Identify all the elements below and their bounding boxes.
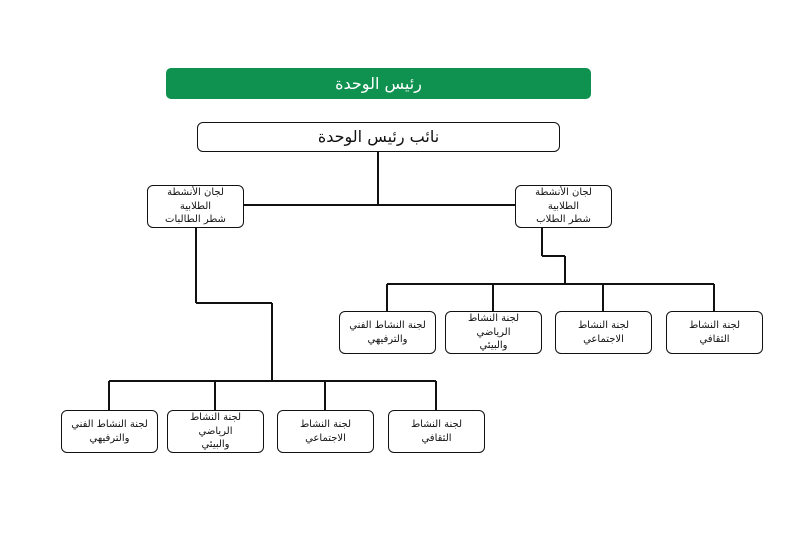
committee-label-line1: لجنة النشاط الرياضي	[467, 313, 520, 338]
female-committees-label-line2: شطر الطالبات	[165, 214, 226, 226]
committee-label-line1: لجنة النشاط الفني	[349, 320, 426, 331]
committee-label-line1: لجنة النشاط الرياضي	[189, 412, 242, 437]
committee-label-line1: لجنة النشاط الثقافي	[688, 320, 741, 345]
committee-label-line2: والترفيهي	[89, 432, 130, 444]
male-arts-entertainment-committee: لجنة النشاط الفني والترفيهي	[339, 311, 436, 354]
female-cultural-committee: لجنة النشاط الثقافي	[388, 410, 485, 453]
committee-label-line2: والبيئي	[479, 340, 508, 352]
female-committees-box: لجان الأنشطة الطلابية شطر الطالبات	[147, 185, 244, 228]
deputy-head-box: نائب رئيس الوحدة	[197, 122, 560, 152]
unit-head-box: رئيس الوحدة	[166, 68, 591, 99]
deputy-head-label: نائب رئيس الوحدة	[317, 127, 440, 147]
committee-label-line1: لجنة النشاط الثقافي	[410, 419, 463, 444]
female-arts-entertainment-committee: لجنة النشاط الفني والترفيهي	[61, 410, 158, 453]
male-sports-environment-committee: لجنة النشاط الرياضي والبيئي	[445, 311, 542, 354]
committee-label-line2: والبيئي	[201, 439, 230, 451]
female-social-committee: لجنة النشاط الاجتماعي	[277, 410, 374, 453]
committee-label-line1: لجنة النشاط الفني	[71, 419, 148, 430]
committee-label-line1: لجنة النشاط الاجتماعي	[577, 320, 630, 345]
male-committees-label-line1: لجان الأنشطة الطلابية	[535, 187, 592, 212]
male-cultural-committee: لجنة النشاط الثقافي	[666, 311, 763, 354]
committee-label-line2: والترفيهي	[367, 333, 408, 345]
female-sports-environment-committee: لجنة النشاط الرياضي والبيئي	[167, 410, 264, 453]
male-committees-box: لجان الأنشطة الطلابية شطر الطلاب	[515, 185, 612, 228]
committee-label-line1: لجنة النشاط الاجتماعي	[299, 419, 352, 444]
male-social-committee: لجنة النشاط الاجتماعي	[555, 311, 652, 354]
male-committees-label-line2: شطر الطلاب	[536, 214, 591, 226]
female-committees-label-line1: لجان الأنشطة الطلابية	[167, 187, 224, 212]
unit-head-label: رئيس الوحدة	[335, 73, 422, 93]
